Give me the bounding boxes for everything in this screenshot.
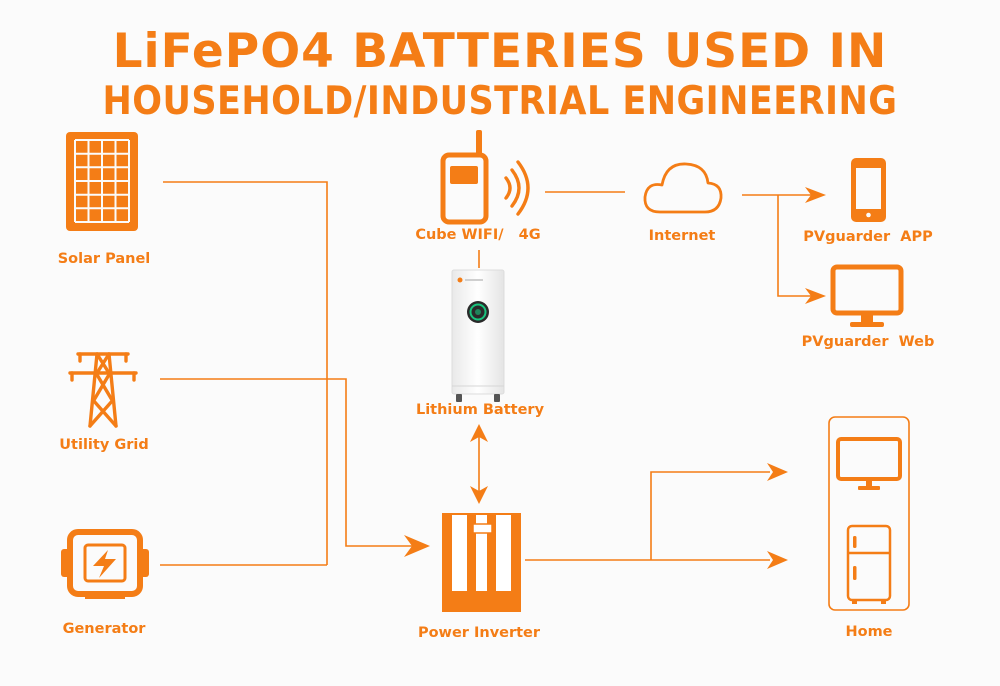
grid-line	[160, 378, 414, 547]
monitor-icon	[830, 264, 904, 327]
smartphone-icon	[851, 158, 886, 222]
generator-icon	[61, 529, 149, 599]
home-tv-line	[650, 471, 770, 560]
lithium-battery-image	[451, 269, 505, 402]
pvguarder-web-label: PVguarder Web	[801, 334, 935, 350]
page-title-line-2: HOUSEHOLD/INDUSTRIAL ENGINEERING	[102, 79, 898, 124]
inverter-down-arrowhead	[470, 486, 488, 504]
solar-line	[163, 181, 328, 565]
cloud-icon	[643, 162, 723, 214]
home-label: Home	[845, 624, 893, 640]
battery-up-arrowhead	[470, 424, 488, 442]
grid-to-inverter-arrowhead	[404, 535, 430, 557]
power-inverter-label: Power Inverter	[417, 625, 541, 641]
tv-icon	[836, 437, 902, 490]
home-fridge-arrowhead	[767, 551, 788, 569]
power-inverter-icon	[442, 513, 521, 612]
page-title-line-1: LiFePO4 BATTERIES USED IN	[112, 24, 888, 79]
utility-grid-label: Utility Grid	[59, 437, 149, 453]
transmission-tower-icon	[68, 352, 138, 428]
internet-label: Internet	[648, 228, 716, 244]
solar-panel-label: Solar Panel	[57, 251, 151, 267]
cube-wifi-label: Cube WIFI/ 4G	[415, 227, 541, 243]
walkie-talkie-signal-icon	[440, 130, 530, 225]
connection-lines	[160, 181, 814, 566]
web-arrowhead	[805, 288, 826, 304]
lithium-battery-label: Lithium Battery	[415, 402, 545, 418]
home-tv-arrowhead	[767, 463, 788, 481]
solar-panel-icon	[66, 132, 138, 231]
app-arrowhead	[805, 187, 826, 203]
generator-label: Generator	[62, 621, 146, 637]
fridge-icon	[846, 524, 892, 604]
internet-web-line	[777, 195, 814, 297]
arrow-heads	[404, 187, 826, 569]
home-icon	[828, 416, 910, 611]
pvguarder-app-label: PVguarder APP	[803, 229, 933, 245]
